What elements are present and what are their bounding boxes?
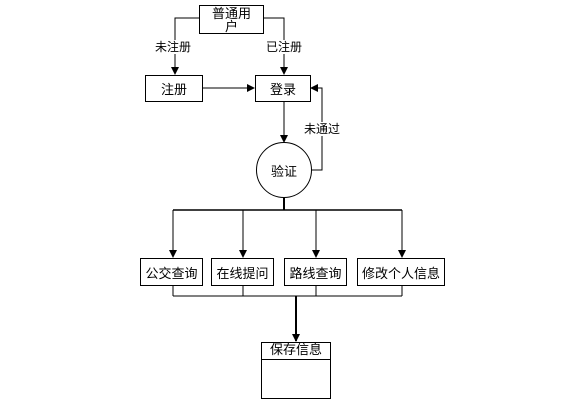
node-edit-profile: 修改个人信息	[357, 258, 445, 286]
edge-user-to-login	[264, 17, 288, 75]
node-verify-label: 验证	[270, 164, 297, 180]
node-route-query-label: 路线查询	[289, 266, 342, 282]
label-unregistered: 未注册	[155, 40, 192, 54]
node-online-ask: 在线提问	[211, 258, 274, 286]
node-bus-query-label: 公交查询	[145, 266, 198, 282]
node-online-ask-label: 在线提问	[216, 266, 269, 282]
label-registered: 已注册	[266, 40, 303, 54]
node-login-label: 登录	[269, 83, 296, 98]
node-login: 登录	[255, 75, 311, 102]
node-edit-profile-label: 修改个人信息	[361, 266, 440, 282]
node-register: 注册	[145, 75, 203, 102]
node-save-info-label: 保存信息	[262, 343, 330, 360]
node-bus-query: 公交查询	[140, 258, 203, 286]
node-user-label: 普通用户	[211, 7, 251, 35]
node-verify: 验证	[256, 142, 312, 198]
label-not-passed: 未通过	[304, 122, 341, 136]
node-user: 普通用户	[199, 5, 264, 34]
edge-user-to-register	[171, 17, 199, 75]
node-register-label: 注册	[160, 83, 187, 98]
node-save-info: 保存信息	[261, 342, 331, 399]
node-route-query: 路线查询	[284, 258, 347, 286]
